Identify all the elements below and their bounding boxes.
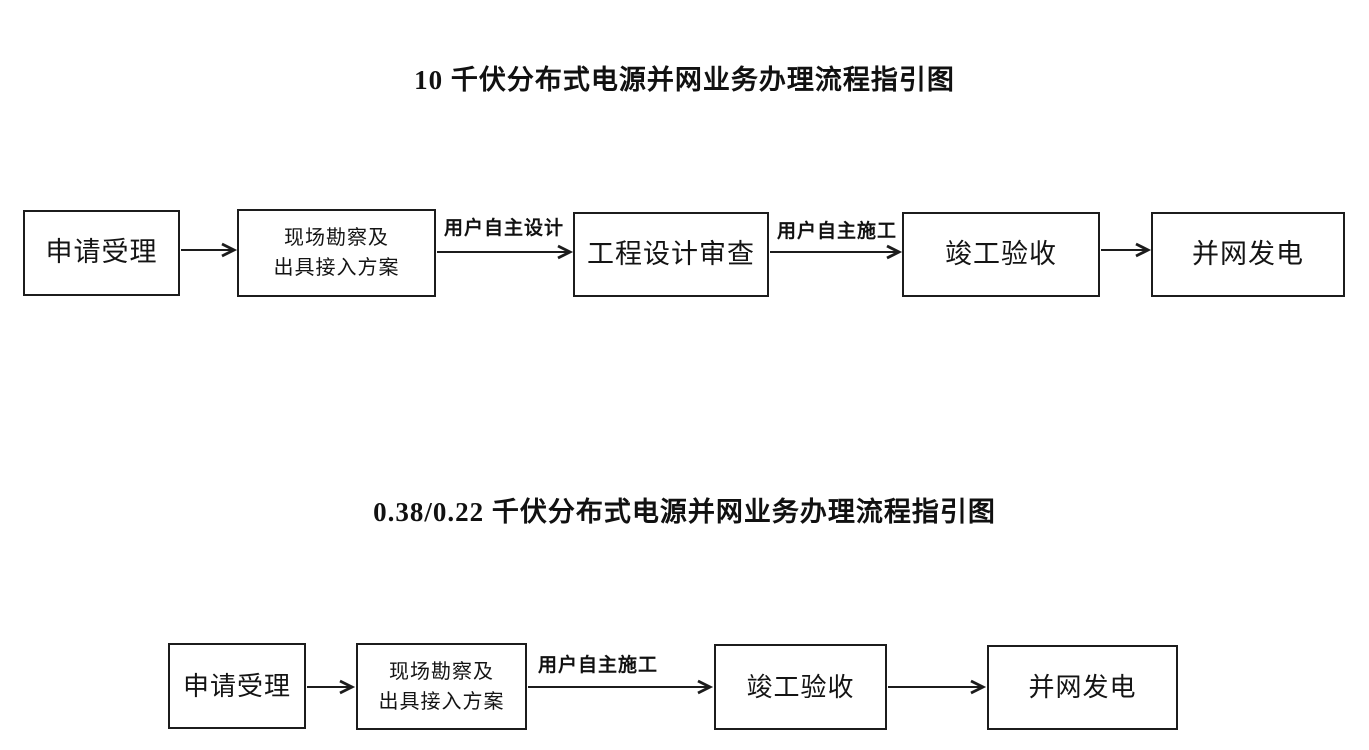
chart2-node-grid-connection: 并网发电 <box>987 645 1178 730</box>
chart2-node-completion-acceptance: 竣工验收 <box>714 644 887 730</box>
chart1-arrow-3 <box>770 244 903 260</box>
node-label-line1: 现场勘察及 <box>284 227 389 249</box>
chart1-edge-label-self-construction: 用户自主施工 <box>777 221 898 242</box>
node-label: 并网发电 <box>1028 672 1137 703</box>
node-label: 工程设计审查 <box>587 238 755 269</box>
chart1-title: 10 千伏分布式电源并网业务办理流程指引图 <box>414 65 955 95</box>
node-label: 申请受理 <box>45 237 158 268</box>
node-label-line1: 现场勘察及 <box>389 660 494 683</box>
chart2-arrow-2 <box>528 679 714 695</box>
chart2-node-site-survey: 现场勘察及 出具接入方案 <box>356 643 527 730</box>
chart1-node-site-survey: 现场勘察及 出具接入方案 <box>237 209 436 297</box>
node-label: 申请受理 <box>182 670 291 701</box>
chart2-node-application-acceptance: 申请受理 <box>168 643 306 729</box>
chart2-arrow-3 <box>888 679 987 695</box>
chart2-arrow-1 <box>307 679 356 695</box>
chart1-edge-label-self-design: 用户自主设计 <box>444 218 565 239</box>
chart1-node-application-acceptance: 申请受理 <box>23 210 180 296</box>
chart1-arrow-4 <box>1101 242 1152 258</box>
node-label: 并网发电 <box>1192 238 1304 269</box>
chart2-title: 0.38/0.22 千伏分布式电源并网业务办理流程指引图 <box>373 497 996 527</box>
chart1-node-completion-acceptance: 竣工验收 <box>902 212 1100 297</box>
node-label-line2: 出具接入方案 <box>273 257 400 279</box>
chart2-edge-label-self-construction: 用户自主施工 <box>538 655 659 676</box>
chart1-node-grid-connection: 并网发电 <box>1151 212 1345 297</box>
chart1-arrow-2 <box>437 244 574 260</box>
node-label-line2: 出具接入方案 <box>378 690 505 713</box>
chart1-arrow-1 <box>181 242 238 258</box>
node-label: 竣工验收 <box>945 238 1057 269</box>
chart1-node-design-review: 工程设计审查 <box>573 212 769 297</box>
node-label: 竣工验收 <box>746 671 855 702</box>
